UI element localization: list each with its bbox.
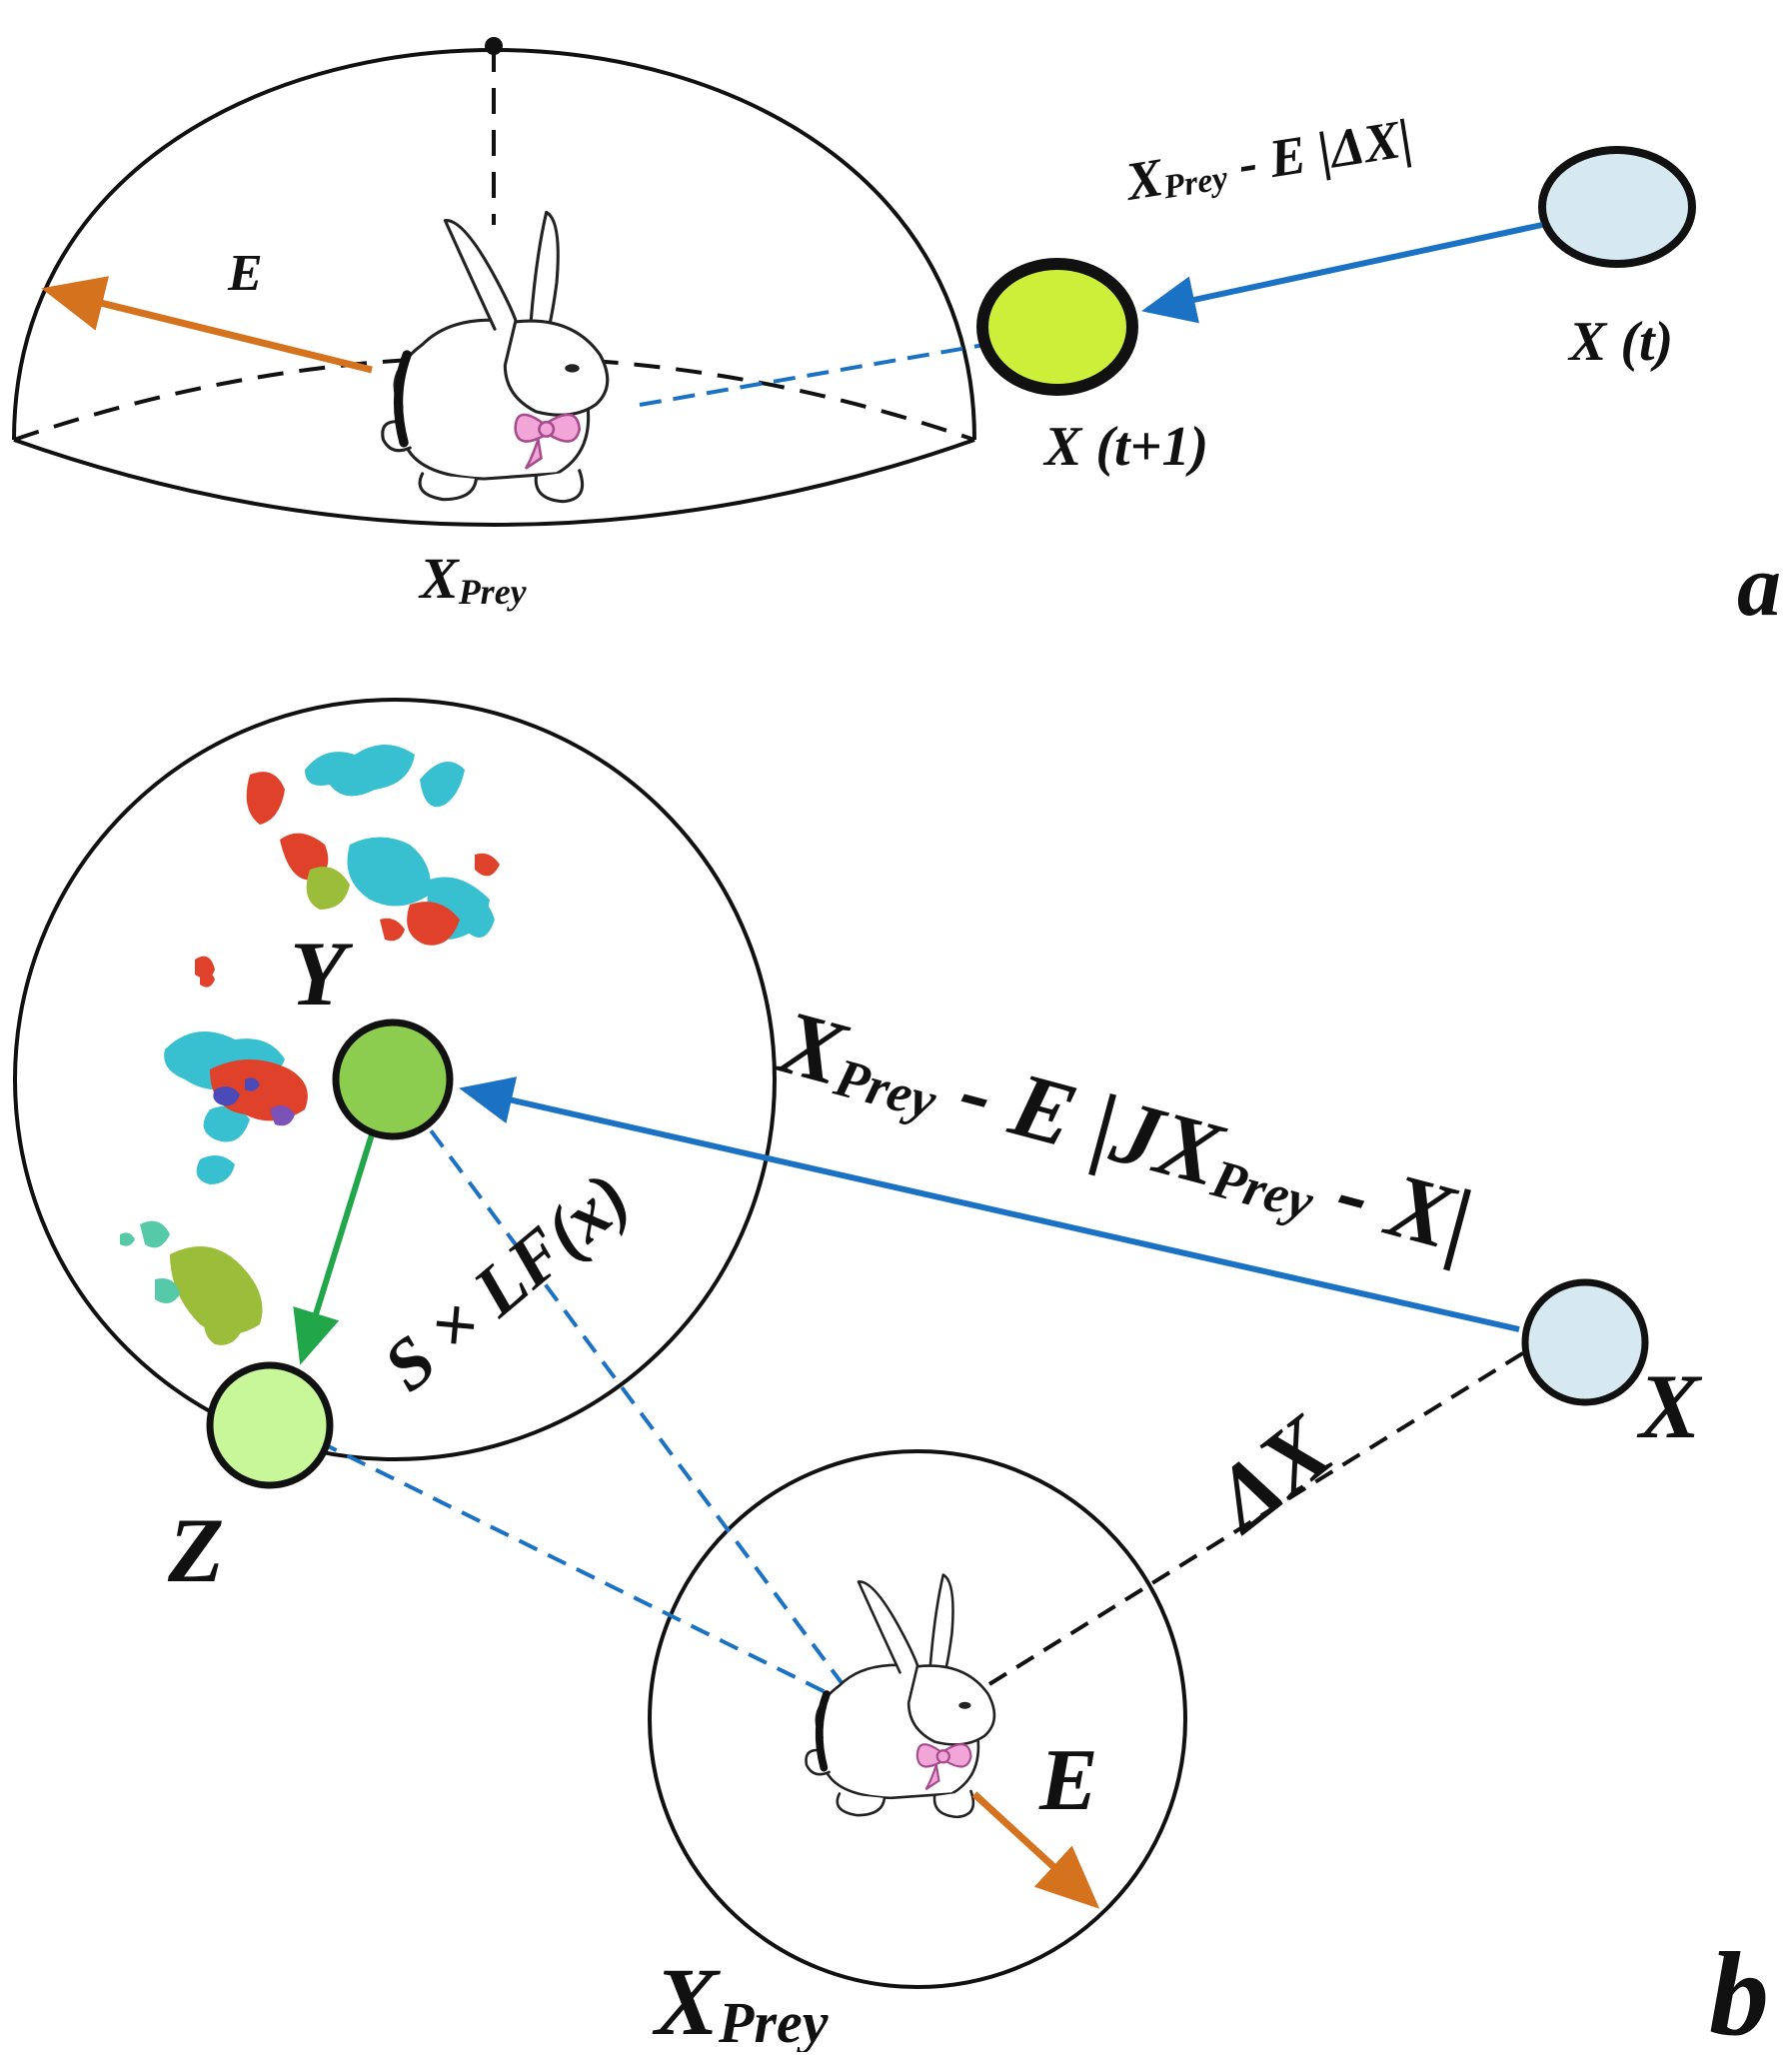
label-x: X <box>1636 1355 1703 1457</box>
label-x-prey-b: XPrey <box>652 1948 829 2052</box>
label-x-prey-a: XPrey <box>418 546 528 612</box>
label-x-t: X (t) <box>1567 311 1673 373</box>
dashed-link-prey-x <box>987 1347 1531 1686</box>
label-escape-energy-b: E <box>1038 1732 1098 1829</box>
update-arrow-b <box>459 1076 1520 1332</box>
dashed-link-z-prey <box>289 1425 831 1696</box>
equation-b: XPrey - E |JXPrey - X| <box>767 990 1483 1273</box>
levy-flight-circle <box>13 698 777 1461</box>
rabbit-icon-b <box>807 1575 994 1817</box>
label-z: Z <box>167 1499 224 1601</box>
node-x-t-plus-1 <box>976 258 1138 396</box>
levy-flight-scatter <box>120 745 500 1345</box>
node-x <box>1521 1278 1649 1406</box>
rabbit-icon <box>383 212 608 501</box>
node-x-t <box>1538 146 1696 268</box>
node-y <box>332 1019 454 1140</box>
prey-circle <box>648 1449 1187 1989</box>
dashed-link-prey-xt1 <box>639 343 985 407</box>
axis-top-dot <box>485 37 503 55</box>
panel-label-a: a <box>1737 538 1781 635</box>
panel-b: E Y Z X ΔX S × LF(x) XPrey - E |JXPrey -… <box>13 698 1769 2057</box>
label-y: Y <box>290 923 354 1025</box>
hemisphere-base-front <box>13 438 975 527</box>
node-z <box>206 1361 334 1489</box>
label-levy-flight: S × LF(x) <box>369 1157 645 1407</box>
dashed-link-y-prey <box>391 1077 845 1686</box>
escape-energy-arrow <box>41 276 373 374</box>
update-arrow-a <box>1141 222 1543 324</box>
escape-energy-arrow-b <box>971 1791 1100 1909</box>
panel-label-b: b <box>1709 1927 1769 2052</box>
hemisphere-base-back <box>13 355 975 442</box>
label-x-t-plus-1: X (t+1) <box>1042 416 1208 478</box>
levy-step-arrow <box>293 1133 375 1365</box>
panel-a: E X (t+1) X (t) XPrey - E |ΔX| XPrey a <box>12 37 1781 635</box>
label-delta-x: ΔX <box>1190 1394 1352 1552</box>
equation-a: XPrey - E |ΔX| <box>1120 107 1416 212</box>
label-escape-energy: E <box>227 245 263 302</box>
